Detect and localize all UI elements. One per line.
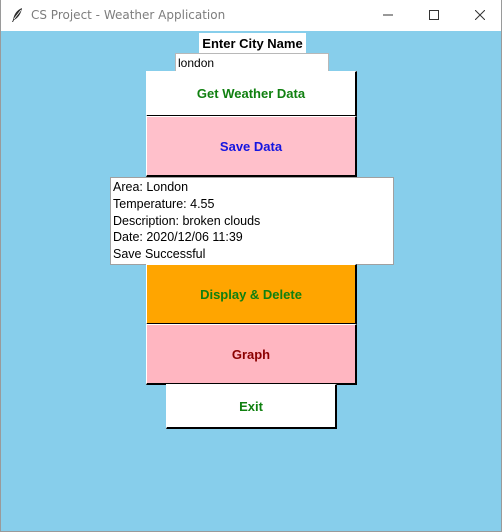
description-line: Description: broken clouds [113,213,261,228]
get-weather-data-button[interactable]: Get Weather Data [146,71,357,117]
temperature-line: Temperature: 4.55 [113,196,215,211]
status-line: Save Successful [113,247,206,262]
window-title: CS Project - Weather Application [31,8,226,22]
city-input[interactable] [175,53,329,72]
exit-button[interactable]: Exit [166,384,337,429]
close-icon [474,7,486,25]
close-button[interactable] [457,0,502,31]
save-data-button[interactable]: Save Data [146,116,357,177]
minimize-button[interactable] [365,0,411,31]
city-name-label: Enter City Name [199,33,306,53]
maximize-icon [429,7,439,25]
date-line: Date: 2020/12/06 11:39 [113,230,243,245]
graph-button[interactable]: Graph [146,324,357,385]
minimize-icon [383,7,393,25]
weather-info-panel: Area: London Temperature: 4.55 Descripti… [110,177,394,265]
feather-icon [10,7,24,23]
display-delete-button[interactable]: Display & Delete [146,264,357,325]
title-bar[interactable]: CS Project - Weather Application [1,0,501,31]
area-line: Area: London [113,180,189,194]
maximize-button[interactable] [411,0,457,31]
